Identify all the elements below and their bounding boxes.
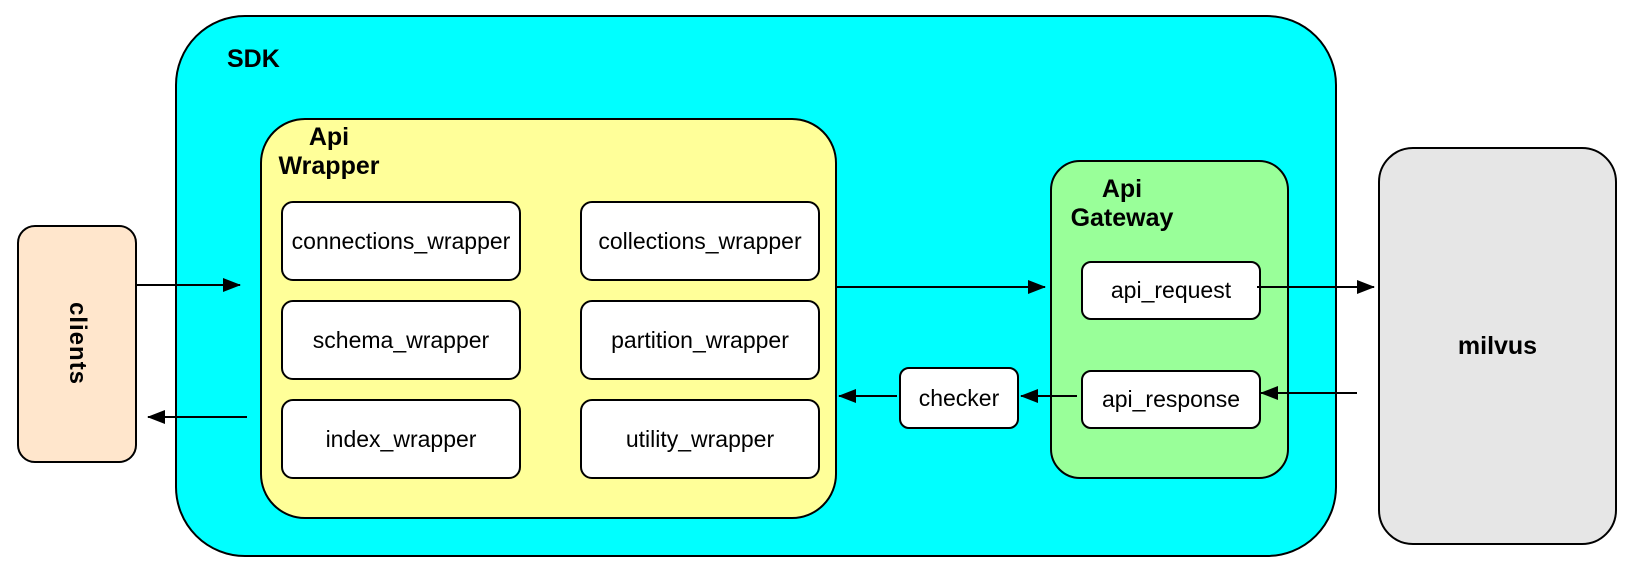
node-schema-wrapper: schema_wrapper	[281, 300, 521, 380]
api-wrapper-label-line2: Wrapper	[278, 152, 380, 180]
connections-wrapper-label: connections_wrapper	[291, 227, 511, 254]
checker-label: checker	[918, 384, 1000, 411]
container-sdk: SDK Api Wrapper connections_wrapper coll…	[175, 15, 1337, 557]
api-wrapper-label-line1: Api	[308, 123, 350, 151]
api-wrapper-label: Api Wrapper	[266, 123, 392, 181]
node-connections-wrapper: connections_wrapper	[281, 201, 521, 281]
node-checker: checker	[899, 367, 1019, 429]
node-utility-wrapper: utility_wrapper	[580, 399, 820, 479]
collections-wrapper-label: collections_wrapper	[598, 227, 802, 254]
api-gateway-label-line1: Api	[1101, 175, 1143, 203]
api-gateway-label-line2: Gateway	[1070, 204, 1174, 232]
api-gateway-label: Api Gateway	[1052, 175, 1192, 233]
sdk-label: SDK	[227, 45, 280, 73]
milvus-label: milvus	[1457, 331, 1538, 360]
clients-label: clients	[64, 302, 91, 386]
node-index-wrapper: index_wrapper	[281, 399, 521, 479]
node-milvus: milvus	[1378, 147, 1617, 545]
container-api-gateway: Api Gateway api_request api_response	[1050, 160, 1289, 479]
api-response-label: api_response	[1101, 386, 1241, 412]
node-api-response: api_response	[1081, 370, 1261, 429]
partition-wrapper-label: partition_wrapper	[611, 326, 789, 353]
api-request-label: api_request	[1110, 277, 1232, 303]
node-partition-wrapper: partition_wrapper	[580, 300, 820, 380]
node-collections-wrapper: collections_wrapper	[580, 201, 820, 281]
node-clients: clients	[17, 225, 137, 463]
node-api-request: api_request	[1081, 261, 1261, 320]
container-api-wrapper: Api Wrapper connections_wrapper collecti…	[260, 118, 837, 519]
index-wrapper-label: index_wrapper	[325, 425, 477, 452]
schema-wrapper-label: schema_wrapper	[312, 326, 490, 353]
utility-wrapper-label: utility_wrapper	[625, 425, 775, 452]
